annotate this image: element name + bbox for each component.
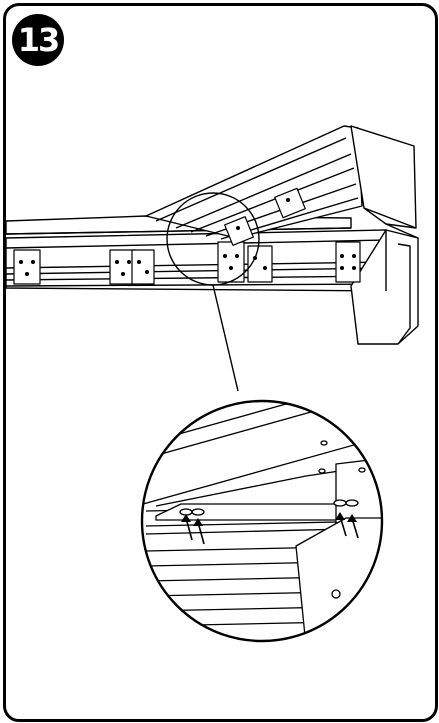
angled-back-rail [145,125,419,240]
right-leg-box [350,229,419,345]
assembly-illustration [6,125,419,643]
callout-leader-line [212,284,239,392]
step-number-badge: 13 [12,14,64,66]
insert-arrows [181,512,359,545]
detail-magnified-view [140,399,384,643]
instruction-panel-frame: 13 [3,3,438,722]
rail-brackets [13,187,361,285]
